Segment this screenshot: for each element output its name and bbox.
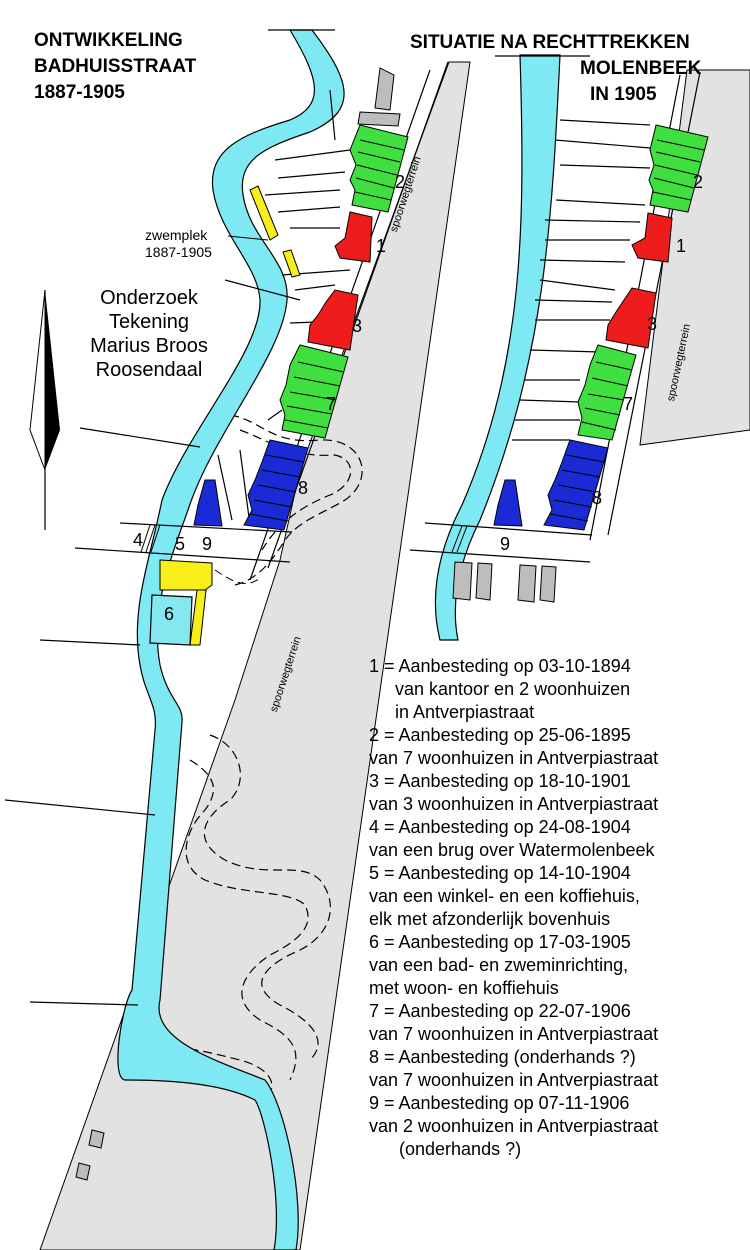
legend-line: 3 = Aanbesteding op 18-10-1901 <box>369 771 631 791</box>
title-left: ONTWIKKELING BADHUISSTRAAT 1887-1905 <box>34 28 196 106</box>
plot-7-right <box>577 344 637 441</box>
title-left-line-2: BADHUISSTRAAT <box>34 56 197 77</box>
credit-block: Onderzoek Tekening Marius Broos Roosenda… <box>82 286 216 382</box>
legend-line: met woon- en koffiehuis <box>369 978 559 998</box>
plot-1-left <box>334 211 373 263</box>
legend-line: 4 = Aanbesteding op 24-08-1904 <box>369 817 631 837</box>
title-right-line-2: MOLENBEEK <box>580 58 702 79</box>
bridge-marks-right <box>451 525 468 553</box>
plot-label-2-right: 2 <box>693 172 704 192</box>
plot-label-3-left: 3 <box>352 316 363 336</box>
plot-9-left <box>193 479 223 527</box>
swim-place-label: zwemplek 1887-1905 <box>145 227 212 261</box>
legend-line: van 3 woonhuizen in Antverpiastraat <box>369 794 659 814</box>
plot-9-right <box>493 479 523 527</box>
plot-label-9-left: 9 <box>202 534 213 554</box>
legend-line: 8 = Aanbesteding (onderhands ?) <box>369 1047 636 1067</box>
credit-line-3: Marius Broos <box>90 335 208 357</box>
bridge-marks <box>140 524 161 553</box>
plot-label-9-right: 9 <box>500 534 511 554</box>
legend-line: van een brug over Watermolenbeek <box>369 840 655 860</box>
legend-line: van een bad- en zweminrichting, <box>369 955 629 975</box>
legend-line: van 7 woonhuizen in Antverpiastraat <box>369 1070 659 1090</box>
street-lines-left <box>4 89 351 1006</box>
plot-label-1-right: 1 <box>676 236 687 256</box>
plot-8-left <box>243 439 309 531</box>
plot-2-right <box>648 124 709 213</box>
later-buildings <box>75 67 557 1181</box>
plot-7-left <box>279 344 349 439</box>
plot-label-8-left: 8 <box>298 478 309 498</box>
plot-label-6-left: 6 <box>164 604 175 624</box>
legend-line: 7 = Aanbesteding op 22-07-1906 <box>369 1001 631 1021</box>
zwemplek-shapes <box>249 185 301 278</box>
plot-5 <box>159 559 213 591</box>
legend-line: 6 = Aanbesteding op 17-03-1905 <box>369 932 631 952</box>
legend-line: 1 = Aanbesteding op 03-10-1894 <box>369 656 631 676</box>
legend-line: in Antverpiastraat <box>395 702 535 722</box>
brook-right <box>434 54 561 641</box>
legend-line: elk met afzonderlijk bovenhuis <box>369 909 611 929</box>
plot-label-5-left: 5 <box>175 534 186 554</box>
title-left-line-1: ONTWIKKELING <box>34 30 183 51</box>
legend-line: van 7 woonhuizen in Antverpiastraat <box>369 1024 659 1044</box>
plot-5-side <box>189 589 207 646</box>
legend-line: 2 = Aanbesteding op 25-06-1895 <box>369 725 631 745</box>
plot-3-left <box>307 289 359 351</box>
plot-label-2-left: 2 <box>395 172 406 192</box>
swim-place-label-2: 1887-1905 <box>145 244 212 260</box>
street-lines-right <box>409 119 651 563</box>
plot-label-3-right: 3 <box>647 314 658 334</box>
plot-label-1-left: 1 <box>376 236 387 256</box>
title-left-line-3: 1887-1905 <box>34 82 125 103</box>
legend: 1 = Aanbesteding op 03-10-1894 van kantoo… <box>369 655 744 1161</box>
legend-line: van 7 woonhuizen in Antverpiastraat <box>369 748 659 768</box>
plot-label-7-left: 7 <box>326 394 337 414</box>
plot-label-4-left: 4 <box>133 530 144 550</box>
title-right: SITUATIE NA RECHTTREKKEN MOLENBEEK IN 19… <box>410 30 745 108</box>
swim-place-label-1: zwemplek <box>145 227 208 243</box>
title-right-line-3: IN 1905 <box>590 84 657 105</box>
north-arrow-icon <box>29 289 60 530</box>
plot-label-8-right: 8 <box>592 488 603 508</box>
credit-line-1: Onderzoek <box>100 287 198 309</box>
legend-line: 5 = Aanbesteding op 14-10-1904 <box>369 863 631 883</box>
plot-label-7-right: 7 <box>623 394 634 414</box>
plot-3-right <box>605 287 657 349</box>
plot-6 <box>149 594 193 646</box>
title-right-line-1: SITUATIE NA RECHTTREKKEN <box>410 32 690 53</box>
legend-line: van 2 woonhuizen in Antverpiastraat <box>369 1116 659 1136</box>
plot-1-right <box>631 212 673 263</box>
plot-8-right <box>543 439 609 531</box>
credit-line-2: Tekening <box>108 311 190 333</box>
legend-line: 9 = Aanbesteding op 07-11-1906 <box>369 1093 630 1113</box>
legend-line: van een winkel- en een koffiehuis, <box>369 886 640 906</box>
legend-line: van kantoor en 2 woonhuizen <box>395 679 631 699</box>
legend-line: (onderhands ?) <box>399 1139 522 1159</box>
credit-line-4: Roosendaal <box>95 359 203 381</box>
plot-2-left <box>349 124 409 213</box>
